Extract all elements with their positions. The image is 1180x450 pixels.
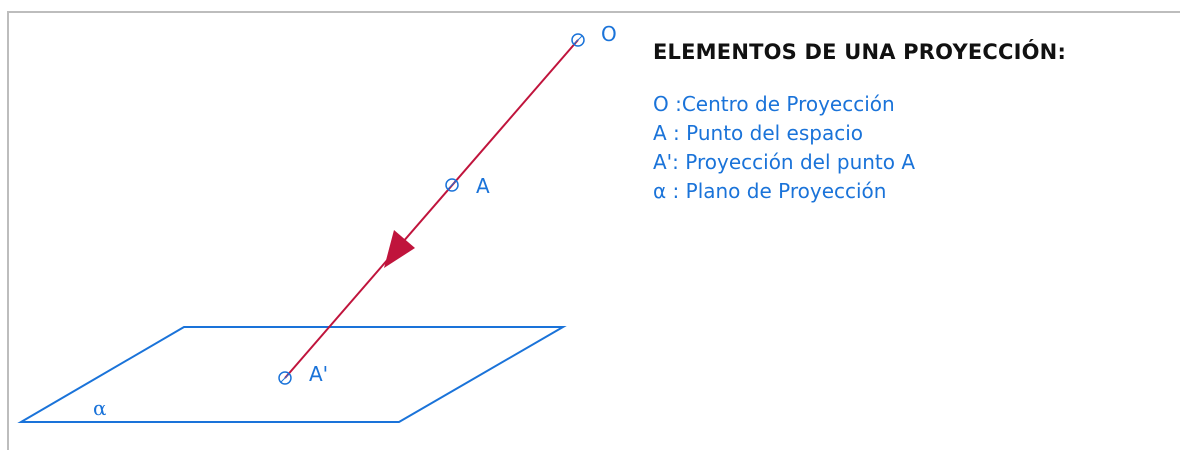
- legend-title: ELEMENTOS DE UNA PROYECCIÓN:: [653, 40, 1067, 64]
- point-o-marker-tick: [573, 35, 583, 45]
- point-a-prime-marker: [278, 371, 292, 385]
- legend-item-point: A : Punto del espacio: [653, 121, 864, 145]
- point-a-marker-tick: [447, 180, 457, 190]
- legend-item-center: O :Centro de Proyección: [653, 92, 895, 116]
- projection-ray: [284, 39, 579, 379]
- point-a-marker: [445, 178, 459, 192]
- frame-border: [7, 11, 1180, 450]
- legend-list: O :Centro de Proyección A : Punto del es…: [653, 90, 1066, 206]
- point-o-marker: [571, 33, 585, 47]
- legend-item-plane: α : Plano de Proyección: [653, 179, 887, 203]
- ray-arrowhead: [384, 230, 415, 268]
- point-o-label: O: [601, 22, 617, 46]
- point-a-prime-marker-tick: [280, 373, 290, 383]
- point-a-prime-label: A': [309, 362, 328, 386]
- plane-alpha-label: α: [93, 396, 107, 420]
- legend: ELEMENTOS DE UNA PROYECCIÓN: O :Centro d…: [653, 40, 1066, 206]
- legend-item-projection: A': Proyección del punto A: [653, 150, 916, 174]
- point-a-label: A: [476, 174, 490, 198]
- projection-plane: [17, 326, 567, 423]
